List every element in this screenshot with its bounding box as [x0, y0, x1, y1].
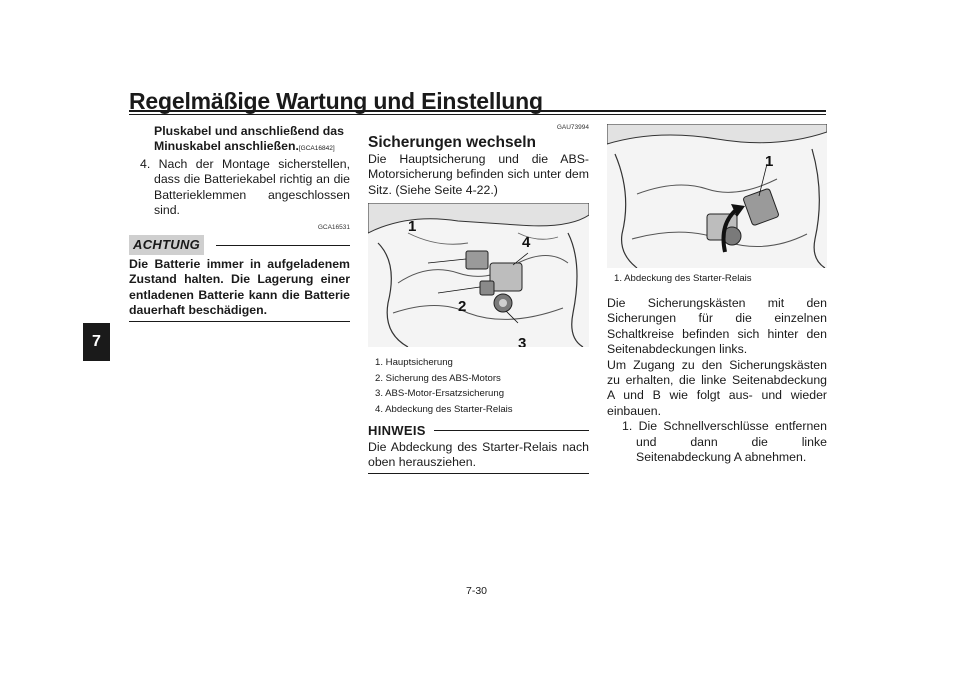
- note-end-rule: [368, 473, 589, 475]
- column-2: GAU73994 Sicherungen wechseln Die Haupts…: [368, 124, 589, 475]
- code-ref: [GCA16842]: [298, 145, 335, 153]
- caution-end-rule: [129, 321, 350, 323]
- caution-text: Die Batterie immer in aufgeladenem Zusta…: [129, 256, 350, 318]
- instruction-line: Pluskabel und anschließend das: [154, 124, 344, 138]
- intro-paragraph: Die Hauptsicherung und die ABS-Motorsich…: [368, 152, 589, 197]
- callout-3: 3: [518, 335, 526, 347]
- caution-badge: ACHTUNG: [129, 235, 205, 255]
- caption-item: 4. Abdeckung des Starter-Relais: [375, 403, 513, 415]
- caption-item: 3. ABS-Motor-Ersatzsicherung: [375, 388, 505, 400]
- code-ref: GCA16531: [317, 224, 350, 232]
- instruction-text: Minuskabel anschließen.: [154, 139, 299, 154]
- caution-rule: [216, 244, 350, 246]
- section-heading: Sicherungen wechseln: [368, 134, 536, 151]
- chapter-tab: 7: [83, 323, 110, 361]
- page-number: 7-30: [466, 585, 488, 597]
- code-ref: GAU73994: [556, 124, 589, 131]
- list-item: 4. Nach der Montage sicherstellen, dass …: [140, 156, 350, 218]
- figure-caption: 1. Abdeckung des Starter-Relais: [614, 273, 752, 284]
- column-3: 1 1. Abdeckung des Starter-Relais Die Si…: [607, 124, 827, 465]
- callout-1: 1: [408, 218, 416, 235]
- caution-header: ACHTUNG: [129, 235, 350, 255]
- page-title: Regelmäßige Wartung und Einstellung: [129, 88, 543, 114]
- callout-2: 2: [458, 298, 466, 315]
- callout-1: 1: [765, 153, 773, 170]
- note-header: HINWEIS: [368, 423, 589, 438]
- note-rule: [433, 430, 589, 432]
- paragraph: Um Zugang zu den Sicherungskästen zu erh…: [607, 357, 827, 418]
- caption-item: 2. Sicherung des ABS-Motors: [375, 372, 501, 384]
- relay-illustration: 1: [607, 124, 827, 268]
- instruction-line: Minuskabel anschließen.[GCA16842]: [129, 139, 350, 156]
- header-rule-thin: [129, 114, 826, 115]
- paragraph: Die Sicherungskästen mit den Sicherungen…: [607, 296, 827, 357]
- fuse-photo: 1 2 3 4: [368, 203, 589, 348]
- figure-captions: 1. Hauptsicherung 2. Sicherung des ABS-M…: [368, 355, 589, 417]
- header-rule: [129, 110, 826, 112]
- relay-photo: 1: [607, 124, 827, 268]
- caption-item: 1. Hauptsicherung: [375, 357, 453, 369]
- note-text: Die Abdeckung des Starter-Relais nach ob…: [368, 439, 589, 470]
- column-1: Pluskabel und anschließend das Minuskabe…: [129, 124, 350, 323]
- note-label: HINWEIS: [368, 423, 426, 439]
- list-item: 1. Die Schnellverschlüsse entfernen und …: [622, 419, 827, 465]
- fuse-illustration: 1 2 3 4: [368, 203, 589, 348]
- callout-4: 4: [522, 234, 531, 251]
